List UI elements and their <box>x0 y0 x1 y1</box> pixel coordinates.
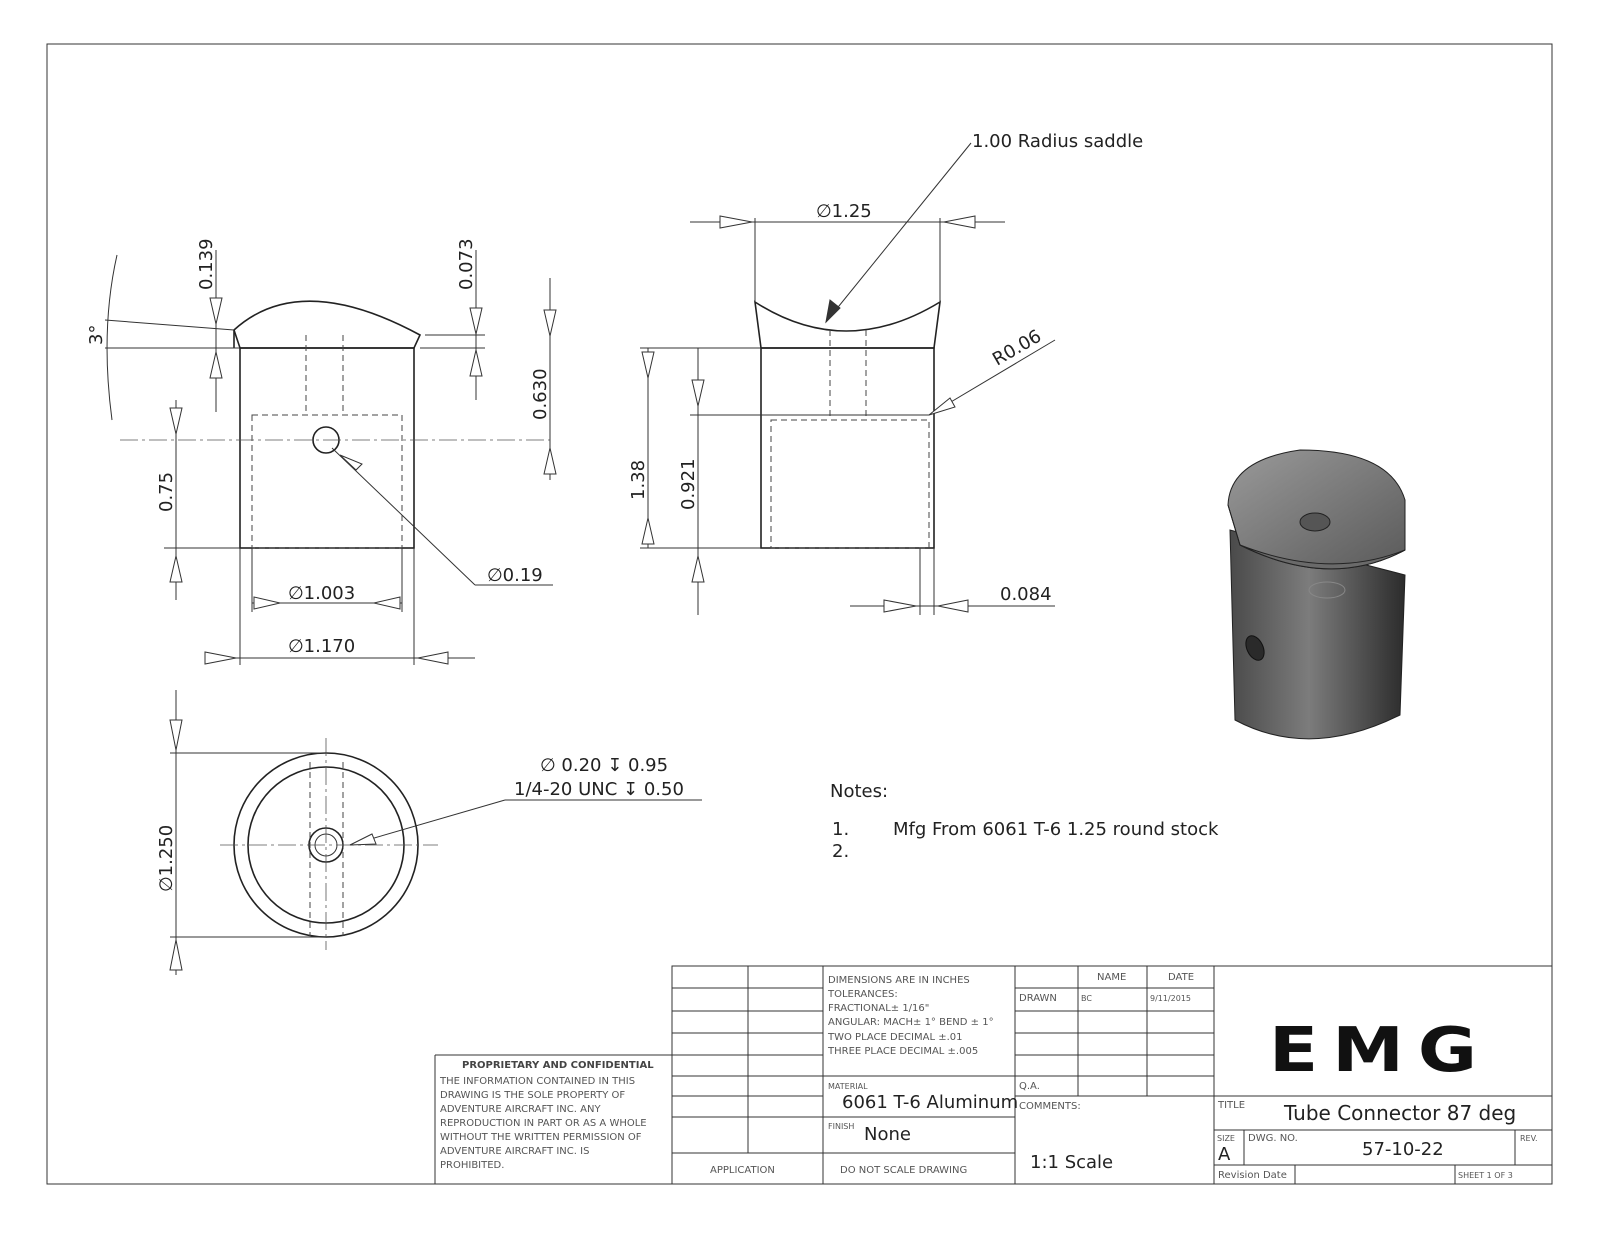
proprietary-line: DRAWING IS THE SOLE PROPERTY OF <box>440 1090 625 1101</box>
proprietary-line: REPRODUCTION IN PART OR AS A WHOLE <box>440 1118 647 1129</box>
comments-value: 1:1 Scale <box>1030 1152 1113 1173</box>
finish-value: None <box>864 1124 911 1145</box>
size-value: A <box>1218 1144 1231 1165</box>
emg-logo: EMG <box>1269 1014 1491 1085</box>
tolerance-line: DIMENSIONS ARE IN INCHES <box>828 975 970 986</box>
proprietary-line: ADVENTURE AIRCRAFT INC. IS <box>440 1146 589 1157</box>
notes: Notes: 1. Mfg From 6061 T-6 1.25 round s… <box>830 781 1219 862</box>
notes-heading: Notes: <box>830 781 888 802</box>
tolerance-line: FRACTIONAL± 1/16" <box>828 1003 929 1014</box>
dim-r006: R0.06 <box>989 326 1045 370</box>
date-header: DATE <box>1168 972 1194 983</box>
finish-label: FINISH <box>828 1122 854 1131</box>
dim-138: 1.38 <box>628 460 649 500</box>
front-view: 0.139 0.073 3° 0.630 0.75 ∅0.19 ∅1.003 ∅… <box>86 238 557 665</box>
application-label: APPLICATION <box>710 1165 775 1176</box>
note-text-1: Mfg From 6061 T-6 1.25 round stock <box>893 819 1219 840</box>
dwg-no-value: 57-10-22 <box>1362 1139 1444 1160</box>
revision-date-label: Revision Date <box>1218 1170 1287 1181</box>
drawn-date: 9/11/2015 <box>1150 994 1191 1003</box>
tolerance-line: ANGULAR: MACH± 1° BEND ± 1° <box>828 1017 994 1028</box>
tolerance-line: TOLERANCES: <box>827 989 898 1000</box>
dim-0139: 0.139 <box>196 238 217 290</box>
dim-075: 0.75 <box>156 472 177 512</box>
dim-0630: 0.630 <box>530 368 551 420</box>
material-value: 6061 T-6 Aluminum <box>842 1092 1018 1113</box>
dim-dia1250: ∅1.250 <box>156 825 177 892</box>
sheet-number: SHEET 1 OF 3 <box>1458 1171 1513 1180</box>
material-label: MATERIAL <box>828 1082 868 1091</box>
proprietary-line: PROHIBITED. <box>440 1160 504 1171</box>
dim-dia1170: ∅1.170 <box>288 636 355 657</box>
drawn-name: BC <box>1081 994 1092 1003</box>
title-label: TITLE <box>1217 1100 1245 1111</box>
comments-label: COMMENTS: <box>1019 1101 1081 1112</box>
note-number-1: 1. <box>832 819 849 840</box>
tolerance-line: THREE PLACE DECIMAL ±.005 <box>827 1046 978 1057</box>
dim-dia125: ∅1.25 <box>816 201 872 222</box>
note-radius-saddle: 1.00 Radius saddle <box>972 131 1143 152</box>
hole-callout-line1: ∅ 0.20 ↧ 0.95 <box>540 755 668 776</box>
proprietary-title: PROPRIETARY AND CONFIDENTIAL <box>462 1060 654 1071</box>
hole-callout-line2: 1/4-20 UNC ↧ 0.50 <box>514 779 684 800</box>
drawing-title: Tube Connector 87 deg <box>1283 1101 1516 1125</box>
dim-dia1003: ∅1.003 <box>288 583 355 604</box>
dim-0921: 0.921 <box>678 458 699 510</box>
note-number-2: 2. <box>832 841 849 862</box>
dim-3deg: 3° <box>86 325 107 345</box>
rev-label: REV. <box>1520 1134 1538 1143</box>
title-block: PROPRIETARY AND CONFIDENTIAL THE INFORMA… <box>434 965 1553 1185</box>
proprietary-line: THE INFORMATION CONTAINED IN THIS <box>439 1076 635 1087</box>
proprietary-line: WITHOUT THE WRITTEN PERMISSION OF <box>440 1132 642 1143</box>
side-view: 1.00 Radius saddle ∅1.25 R0.06 1.38 0.92… <box>628 131 1143 615</box>
dwg-no-label: DWG. NO. <box>1248 1133 1298 1144</box>
dim-dia019: ∅0.19 <box>487 565 543 586</box>
size-label: SIZE <box>1217 1134 1235 1143</box>
dim-0084: 0.084 <box>1000 584 1052 605</box>
proprietary-line: ADVENTURE AIRCRAFT INC. ANY <box>440 1104 601 1115</box>
isometric-view <box>1227 449 1406 740</box>
tolerance-line: TWO PLACE DECIMAL ±.01 <box>827 1032 962 1043</box>
drawn-label: DRAWN <box>1019 993 1057 1004</box>
bottom-view: ∅1.250 ∅ 0.20 ↧ 0.95 1/4-20 UNC ↧ 0.50 <box>156 690 702 975</box>
qa-label: Q.A. <box>1019 1081 1040 1092</box>
name-header: NAME <box>1097 972 1126 983</box>
dim-0073: 0.073 <box>456 238 477 290</box>
do-not-scale: DO NOT SCALE DRAWING <box>840 1165 967 1176</box>
